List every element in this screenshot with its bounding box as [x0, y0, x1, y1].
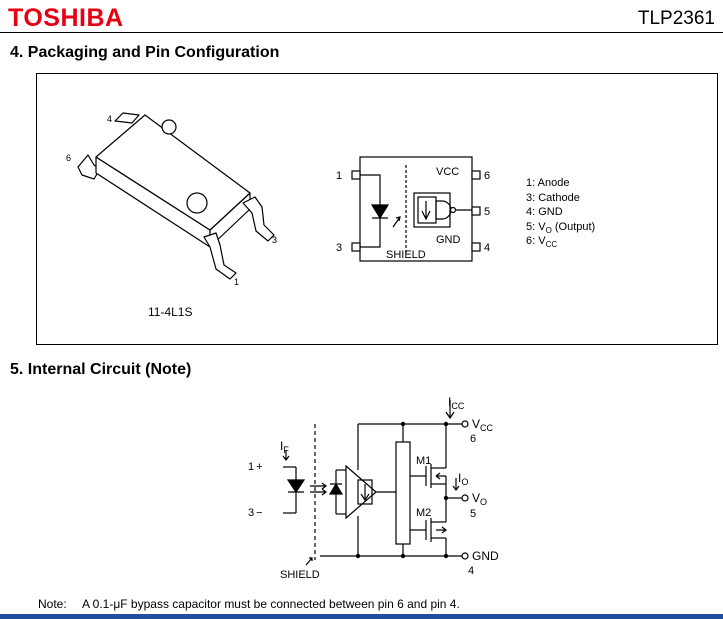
vcc-terminal — [461, 420, 469, 428]
pin-6-label: 6 — [484, 170, 490, 182]
pin-4-pad — [471, 242, 481, 252]
shield-label: SHIELD — [386, 249, 426, 261]
pin-4-label: 4 — [468, 565, 474, 577]
note-label: Note: — [38, 597, 67, 611]
pin-5-label: 5 — [484, 206, 490, 218]
pin-legend: 1: Anode 3: Cathode 4: GND 5: VO (Output… — [526, 177, 595, 249]
section-5-title: 5. Internal Circuit (Note) — [10, 361, 192, 378]
pin-1-label: 1 — [336, 170, 342, 182]
vo-label: VO — [472, 491, 487, 507]
pin-3-label: 3 — [336, 242, 342, 254]
nand-gate — [435, 200, 452, 220]
package-pin-label-3: 3 — [272, 235, 277, 245]
gnd-terminal — [461, 552, 469, 560]
package-pin-label-4: 4 — [107, 114, 112, 124]
shield-label: SHIELD — [280, 569, 320, 581]
vcc-label: VCC — [436, 166, 459, 178]
legend-line-4: 4: GND — [526, 206, 563, 218]
toshiba-logo: TOSHIBA — [8, 4, 124, 32]
vo-terminal — [461, 494, 469, 502]
legend-line-5: 5: VO (Output) — [526, 221, 595, 235]
package-index-mark — [186, 192, 208, 214]
pin-3-pad — [351, 242, 361, 252]
note-text: A 0.1-μF bypass capacitor must be connec… — [82, 597, 460, 611]
pin-1-label: 1+ — [248, 461, 263, 473]
footer-rule — [0, 614, 723, 619]
gnd-label: GND — [436, 234, 461, 246]
detector-block — [413, 192, 451, 228]
package-pin-label-6: 6 — [66, 153, 71, 163]
section-4-title: 4. Packaging and Pin Configuration — [10, 44, 280, 61]
package-pin-4 — [114, 112, 140, 124]
package-body-top — [95, 114, 251, 231]
package-pin-3 — [242, 196, 275, 242]
legend-line-1: 1: Anode — [526, 177, 569, 189]
buffer-block — [395, 441, 411, 545]
vcc-label: VCC — [472, 417, 494, 433]
m1-label: M1 — [416, 455, 431, 467]
pin-config-diagram: 1 3 6 5 4 VCC GND SHIELD — [336, 156, 490, 262]
icc-label: ICC — [448, 395, 465, 411]
package-pin-1 — [203, 232, 237, 280]
package-code: 11-4L1S — [148, 305, 192, 319]
package-pin-label-1: 1 — [234, 277, 239, 287]
if-label: IF — [280, 439, 289, 455]
package-drawing: 4 6 3 1 11-4L1S — [66, 112, 277, 319]
pin-1-pad — [351, 170, 361, 180]
part-number: TLP2361 — [637, 8, 715, 29]
input-led — [286, 479, 306, 494]
note: Note: A 0.1-μF bypass capacitor must be c… — [38, 597, 460, 611]
amplifier-triangle — [345, 464, 377, 520]
internal-circuit-diagram: ICC VCC 6 IF IO VO 5 1+ 3− M1 M2 GND 4 S… — [248, 395, 499, 581]
pin-6-pad — [471, 170, 481, 180]
legend-line-3: 3: Cathode — [526, 192, 580, 204]
package-pin1-marker — [161, 119, 177, 135]
pin-5-label: 5 — [470, 508, 476, 520]
gnd-label: GND — [472, 549, 499, 563]
pin-3-label: 3− — [248, 507, 263, 519]
pin-5-pad — [471, 206, 481, 216]
m2-label: M2 — [416, 507, 431, 519]
header-rule — [0, 32, 723, 33]
led-symbol — [370, 204, 390, 220]
package-figure-box — [36, 73, 718, 345]
package-pin-6 — [77, 154, 101, 180]
pin-4-label: 4 — [484, 242, 490, 254]
io-label: IO — [458, 471, 468, 487]
pin-6-label: 6 — [470, 433, 476, 445]
photodiode — [328, 482, 344, 495]
legend-line-6: 6: VCC — [526, 235, 557, 249]
